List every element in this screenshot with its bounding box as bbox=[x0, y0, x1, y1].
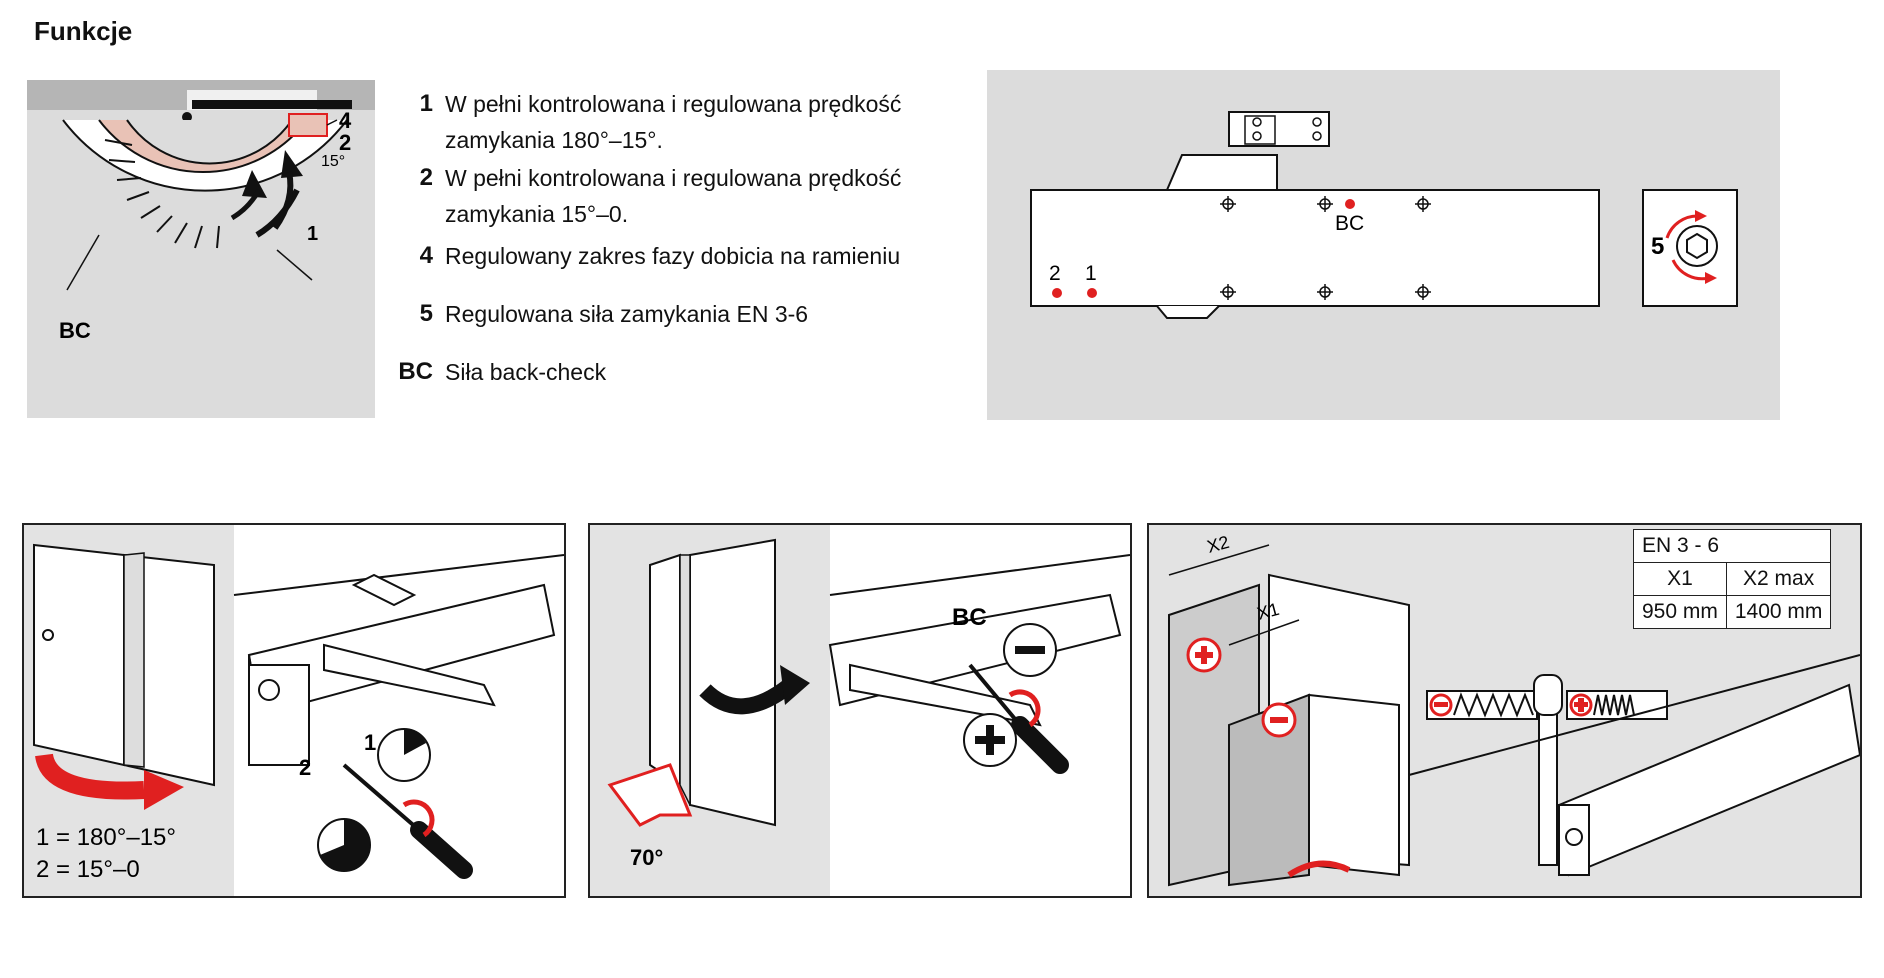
angle-diagram-panel: BC 1 4 2 15° bbox=[27, 80, 377, 418]
en-force-table: EN 3 - 6 X1 X2 max 950 mm 1400 mm bbox=[1632, 529, 1832, 629]
door-leaf bbox=[192, 100, 352, 109]
hex-screw-icon bbox=[1686, 232, 1708, 260]
legend-item-2: 2 W pełni kontrolowana i regulowana pręd… bbox=[419, 164, 902, 227]
force-adjust-panel: X2 X1 EN 3 - 6 X1 X2 max 950 mm 1400 bbox=[1147, 523, 1862, 898]
closer-body-panel: BC 2 1 5 bbox=[987, 70, 1780, 420]
label-2: 2 bbox=[339, 130, 351, 155]
legend-item-bc: BC Siła back-check bbox=[398, 358, 607, 385]
legend-item-5: 5 Regulowana siła zamykania EN 3-6 bbox=[419, 300, 809, 327]
angle-diagram: BC 1 4 2 15° bbox=[27, 80, 377, 343]
valve-1-dot bbox=[1087, 288, 1097, 298]
legend-item-1: 1 W pełni kontrolowana i regulowana pręd… bbox=[419, 90, 902, 153]
speed-adjust-illustration: 1 = 180°–15° 2 = 15°–0 1 2 bbox=[24, 525, 565, 896]
backcheck-illustration: 70° BC bbox=[590, 525, 1131, 896]
body-label-1: 1 bbox=[1085, 262, 1097, 285]
table-val-x1: 950 mm bbox=[1633, 595, 1727, 629]
caption-2: 2 = 15°–0 bbox=[36, 856, 140, 883]
page-title: Funkcje bbox=[34, 16, 133, 46]
legend-item-4: 4 Regulowany zakres fazy dobicia na rami… bbox=[419, 242, 901, 269]
closer-body bbox=[1030, 189, 1600, 307]
bc-label: BC bbox=[59, 318, 91, 343]
panel1-label-1: 1 bbox=[364, 730, 376, 755]
label-1: 1 bbox=[307, 223, 318, 245]
angle-label: 70° bbox=[630, 845, 663, 870]
panel1-label-2: 2 bbox=[299, 755, 311, 780]
force-label-5: 5 bbox=[1651, 233, 1664, 260]
label-4: 4 bbox=[339, 108, 352, 133]
bc-body-label: BC bbox=[1335, 212, 1364, 235]
table-col-x2: X2 max bbox=[1725, 562, 1832, 596]
bc-dot bbox=[1345, 199, 1355, 209]
caption-1: 1 = 180°–15° bbox=[36, 824, 176, 851]
body-label-2: 2 bbox=[1049, 262, 1061, 285]
table-header: EN 3 - 6 bbox=[1632, 529, 1832, 563]
table-col-x1: X1 bbox=[1633, 562, 1727, 596]
backcheck-panel: 70° BC bbox=[588, 523, 1132, 898]
closer-body-diagram: BC 2 1 5 bbox=[1030, 111, 1738, 319]
speed-adjust-panel: 1 = 180°–15° 2 = 15°–0 1 2 bbox=[22, 523, 566, 898]
hinge-point bbox=[182, 112, 192, 122]
panel2-bc-label: BC bbox=[952, 604, 987, 631]
force-adjust-illustration: X2 X1 bbox=[1149, 525, 1860, 896]
valve-2-dot bbox=[1052, 288, 1062, 298]
label-15deg: 15° bbox=[321, 153, 345, 170]
table-val-x2: 1400 mm bbox=[1725, 595, 1832, 629]
